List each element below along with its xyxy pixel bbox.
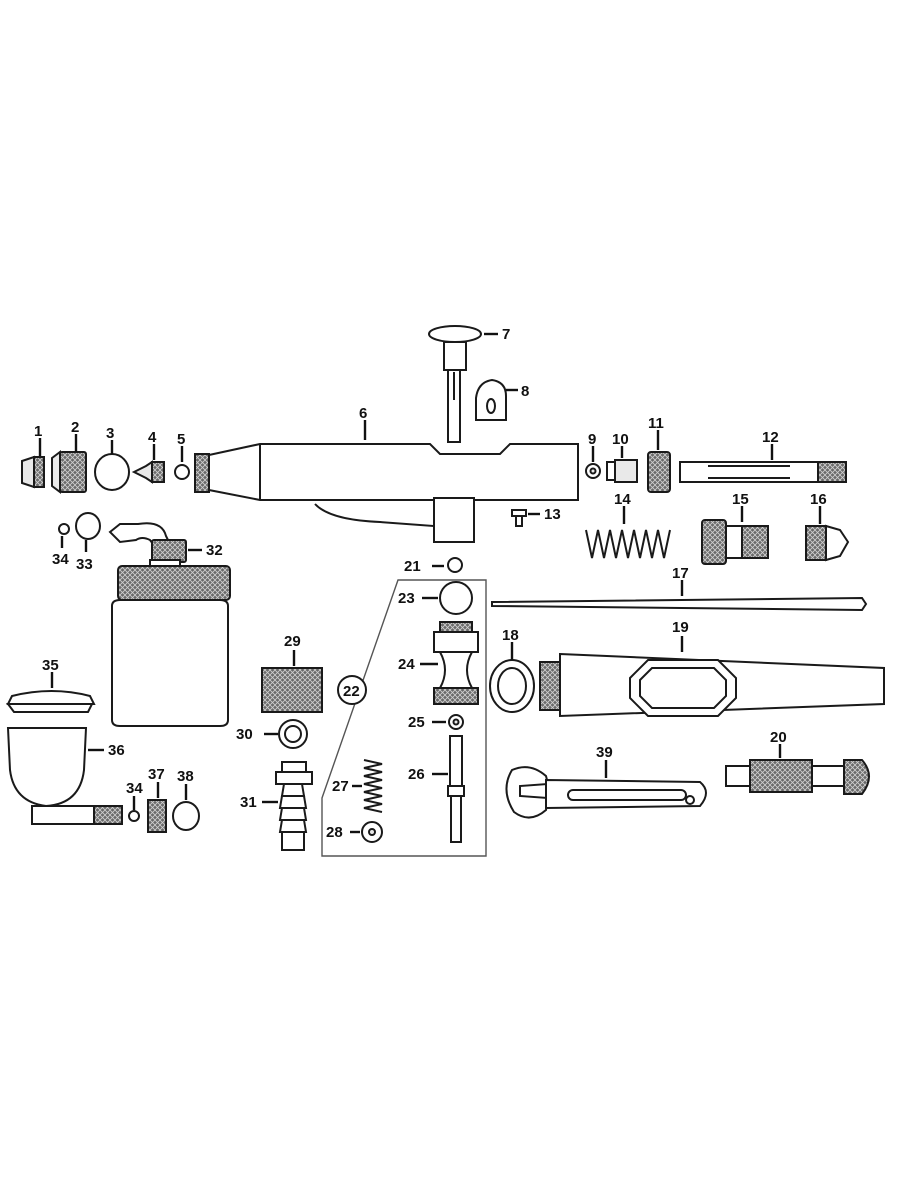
part-34-washer-top [58,523,70,548]
callout-3: 3 [106,425,114,442]
callout-35: 35 [42,657,59,674]
callout-30: 30 [236,726,253,743]
part-7-trigger [428,325,498,443]
part-28-valve-seat [350,821,383,843]
callout-1: 1 [34,423,42,440]
part-21-o-ring [432,557,463,573]
callout-36: 36 [108,742,125,759]
part-27-valve-spring [352,759,383,813]
callout-22: 22 [343,683,360,700]
callout-6: 6 [359,405,367,422]
part-6-airbrush-body [194,420,579,543]
callout-26: 26 [408,766,425,783]
part-35-cup-lid [6,672,96,713]
part-23-o-ring [422,581,473,615]
part-3-o-ring [94,440,130,491]
part-11-locknut [647,430,671,493]
callout-37: 37 [148,766,165,783]
part-37-adapter [147,782,167,833]
callout-17: 17 [672,565,689,582]
part-12-needle-chuck [679,444,847,483]
callout-12: 12 [762,429,779,446]
callout-28: 28 [326,824,343,841]
callout-25: 25 [408,714,425,731]
callout-27: 27 [332,778,349,795]
part-29-filter [261,650,323,713]
callout-33: 33 [76,556,93,573]
part-8-trigger-guide [475,378,518,421]
part-bottle-jar [111,559,231,727]
callout-8: 8 [521,383,529,400]
callout-31: 31 [240,794,257,811]
callout-22-circle [337,675,367,705]
part-25-washer [432,714,464,730]
part-19-handle [539,636,885,718]
part-1-nozzle-cap [21,438,45,489]
part-31-hose-connector [262,761,313,851]
part-34-washer-bottom [128,796,140,822]
part-group-22-box [321,579,487,857]
callout-39: 39 [596,744,613,761]
part-24-valve-housing [420,621,479,705]
callout-23: 23 [398,590,415,607]
part-33-o-ring [75,512,101,552]
callout-34-top: 34 [52,551,69,568]
part-13-screw [511,509,540,527]
part-16-needle-chuck-nut [805,506,850,562]
callout-20: 20 [770,729,787,746]
callout-18: 18 [502,627,519,644]
part-38-o-ring [172,784,200,831]
part-10-guide [606,446,638,483]
part-26-valve-stem [432,735,465,843]
callout-16: 16 [810,491,827,508]
callout-11: 11 [648,415,664,432]
part-32-bottle-connector [108,522,202,563]
callout-34-bottom: 34 [126,780,143,797]
callout-10: 10 [612,431,629,448]
part-15-spring-guide [701,506,769,565]
callout-2: 2 [71,419,79,436]
callout-21: 21 [404,558,421,575]
part-4-nozzle [131,444,165,484]
part-36-color-cup [6,727,123,825]
part-14-spring [585,506,671,559]
callout-13: 13 [544,506,561,523]
callout-4: 4 [148,429,157,446]
part-9-washer [585,446,601,479]
callout-19: 19 [672,619,689,636]
callout-14: 14 [614,491,631,508]
callout-15: 15 [732,491,749,508]
part-30-washer [264,719,308,749]
part-20-tail-cap [725,744,870,795]
callout-29: 29 [284,633,301,650]
callout-7: 7 [502,326,510,343]
callout-38: 38 [177,768,194,785]
callout-32: 32 [206,542,223,559]
callout-24: 24 [398,656,415,673]
part-5-washer [174,446,190,480]
callout-9: 9 [588,431,596,448]
part-39-wrench [505,760,707,819]
part-2-nozzle-housing [51,434,87,494]
part-17-needle [491,580,868,612]
part-18-ring [489,642,535,713]
callout-5: 5 [177,431,185,448]
